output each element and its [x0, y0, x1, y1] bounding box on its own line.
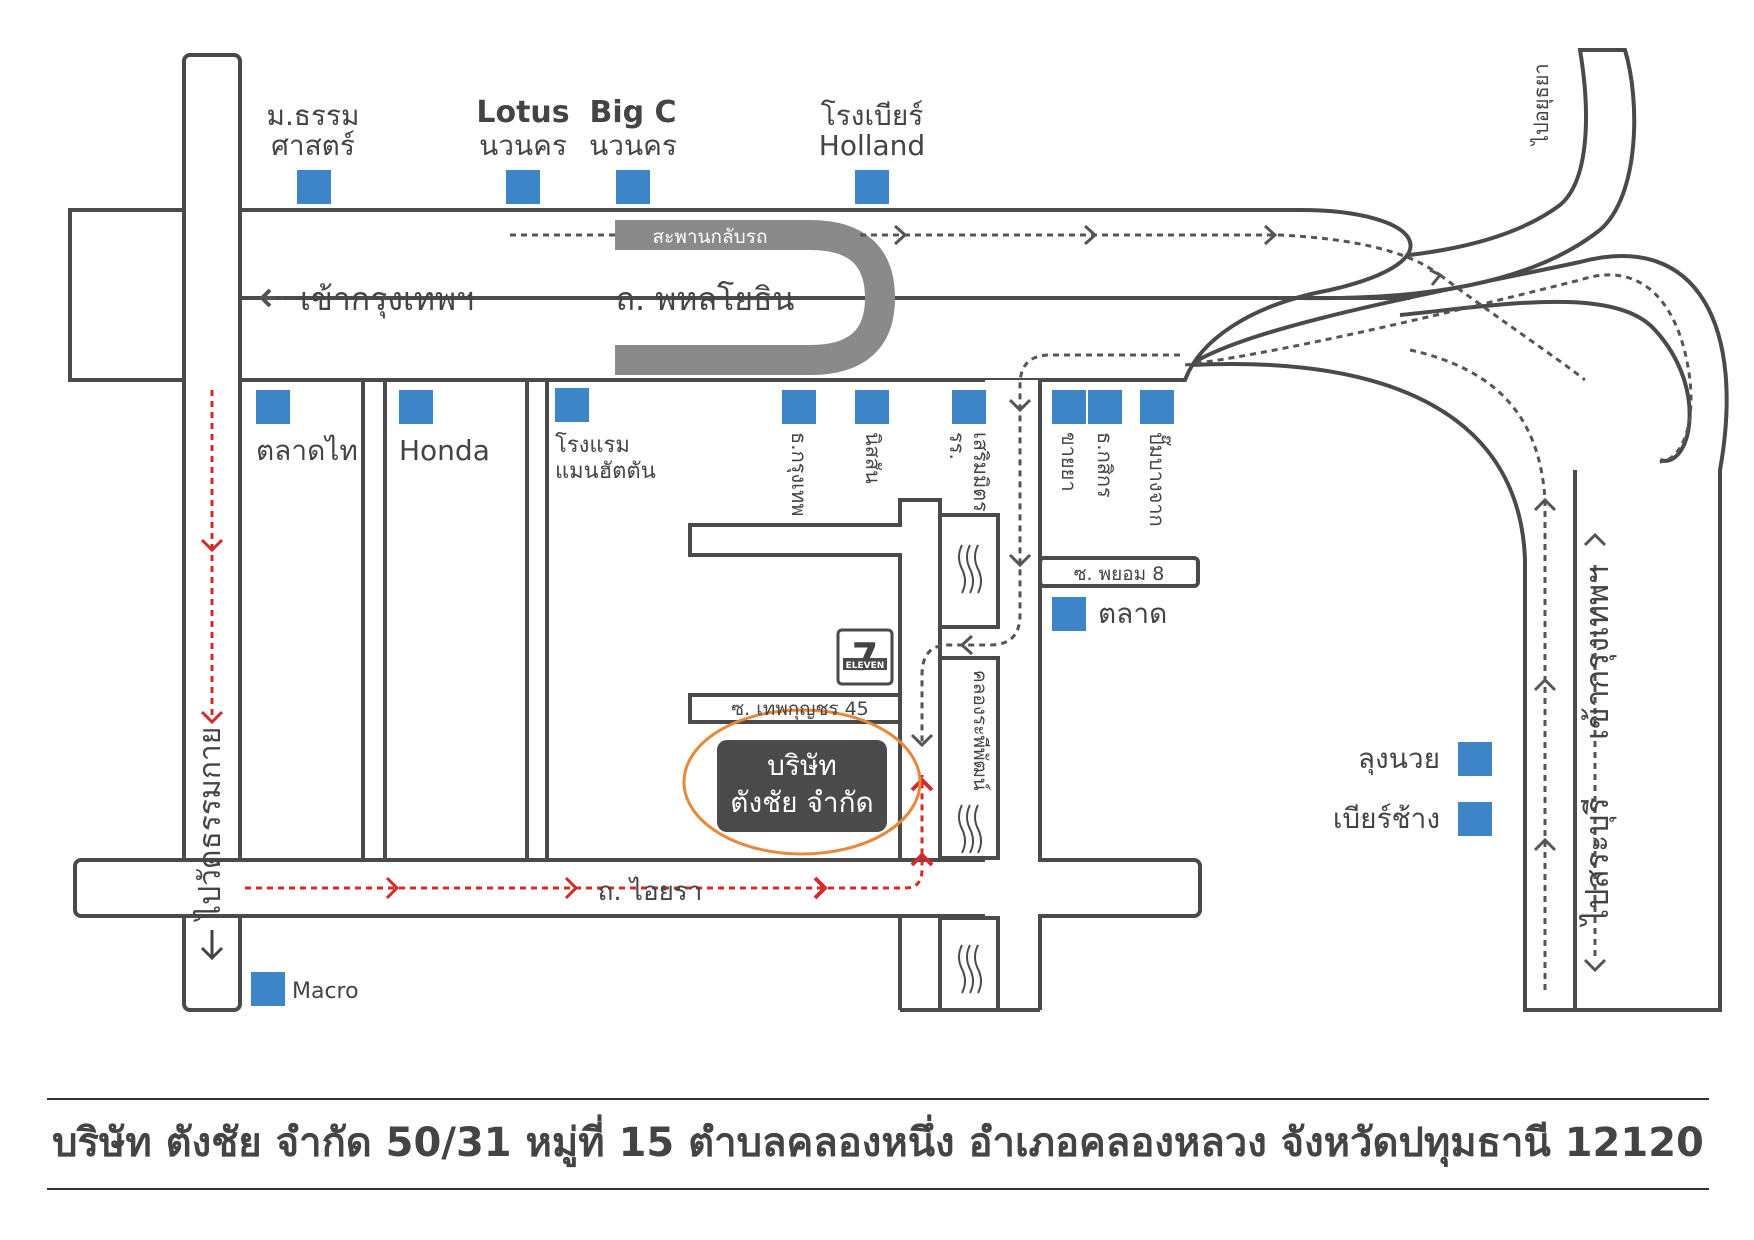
- label-holland-1: โรงเบียร์: [821, 99, 924, 132]
- poi-markers: [251, 170, 1492, 1006]
- u-turn-bridge: [615, 220, 896, 375]
- marker-pharmacy: [1052, 390, 1086, 424]
- label-u-turn-bridge: สะพานกลับรถ: [653, 226, 768, 248]
- label-nissan: นิสสัน: [861, 432, 885, 484]
- marker-honda: [399, 390, 433, 424]
- label-phahonyothin: ถ. พหลโยธิน: [616, 280, 795, 318]
- company-highlight-ellipse: [682, 708, 922, 856]
- seven-eleven-logo: 7 ELEVEN: [836, 628, 894, 686]
- marker-school: [952, 390, 986, 424]
- label-thammasat-1: ม.ธรรม: [267, 99, 360, 132]
- label-soi-phayom-8: ซ. พยอม 8: [1074, 563, 1165, 585]
- marker-krungthep-bank: [782, 390, 816, 424]
- marker-lung-nuay: [1458, 742, 1492, 776]
- canal: [938, 513, 1000, 1012]
- label-to-bangkok-right: เข้ากรุงเทพฯ: [1578, 566, 1617, 740]
- phahonyothin-road: [68, 208, 1413, 382]
- marker-bigc: [616, 170, 650, 204]
- marker-gas-station: [1140, 390, 1174, 424]
- road-to-wat-thammakai: [182, 53, 242, 1012]
- label-krungthep-bank: ธ.กรุงเทพ: [786, 432, 811, 516]
- label-soi-thepkunchon-45: ซ. เทพกุญชร 45: [731, 698, 869, 721]
- label-talad-thai: ตลาดไท: [256, 434, 358, 467]
- label-thammasat-2: ศาสตร์: [271, 129, 355, 162]
- label-manhattan-1: โรงแรม: [555, 432, 630, 458]
- label-gas-station: ปั๊มบางจาก: [1145, 432, 1172, 527]
- label-manhattan-2: แมนฮัตตัน: [555, 459, 656, 484]
- marker-manhattan: [555, 388, 589, 422]
- footer-top-rule: [47, 1098, 1709, 1100]
- marker-nissan: [855, 390, 889, 424]
- label-kasikorn: ธ.กสิกร: [1093, 432, 1117, 498]
- marker-thammasat: [297, 170, 331, 204]
- red-route: [210, 390, 924, 890]
- route-map: 7 ELEVEN บริษัท ตังชัย จำกัด สะพานกลับรถ…: [68, 48, 1729, 1012]
- company-marker: บริษัท ตังชัย จำกัด: [682, 708, 922, 856]
- marker-lotus: [506, 170, 540, 204]
- company-address: บริษัท ตังชัย จำกัด 50/31 หมู่ที่ 15 ตำบ…: [52, 1120, 1704, 1166]
- label-school-1: รร.: [945, 432, 969, 460]
- label-lotus-2: นวนคร: [479, 129, 567, 162]
- svg-text:7: 7: [852, 635, 878, 679]
- label-bigc-2: นวนคร: [589, 129, 677, 162]
- label-canal: คลองระพีพัฒน์: [969, 670, 991, 791]
- seven-eleven-label: ELEVEN: [846, 661, 885, 671]
- footer-bottom-rule: [47, 1188, 1709, 1190]
- label-ai-yara: ถ. ไอยรา: [598, 876, 703, 907]
- label-lotus-1: Lotus: [476, 95, 569, 130]
- label-macro: Macro: [292, 979, 359, 1004]
- marker-beer-chang: [1458, 802, 1492, 836]
- label-bigc-1: Big C: [589, 95, 676, 130]
- label-market: ตลาด: [1098, 597, 1167, 630]
- marker-holland: [855, 170, 889, 204]
- label-to-ayutthaya: ไปอยุธยา: [1529, 63, 1554, 147]
- marker-market: [1052, 597, 1086, 631]
- label-pharmacy: ขายยา: [1057, 432, 1081, 492]
- label-holland-2: Holland: [819, 129, 925, 162]
- marker-kasikorn: [1088, 390, 1122, 424]
- label-to-wat-thammakai: ไปวัดธรรมกาย: [192, 727, 228, 922]
- company-label-line2: ตังชัย จำกัด: [730, 786, 873, 819]
- label-beer-chang: เบียร์ช้าง: [1333, 802, 1440, 835]
- label-lung-nuay: ลุงนวย: [1358, 742, 1440, 776]
- label-to-bangkok: เข้ากรุงเทพฯ: [300, 280, 474, 319]
- curved-highway: [1182, 48, 1729, 1012]
- company-label-line1: บริษัท: [767, 749, 837, 782]
- ai-yara-road: [73, 858, 1202, 918]
- marker-macro: [251, 972, 285, 1006]
- marker-talad-thai: [256, 390, 290, 424]
- label-school-2: เสริมมิตร: [969, 432, 993, 512]
- label-honda: Honda: [399, 434, 490, 467]
- label-to-saraburi: ไปสระบุรี: [1578, 797, 1617, 928]
